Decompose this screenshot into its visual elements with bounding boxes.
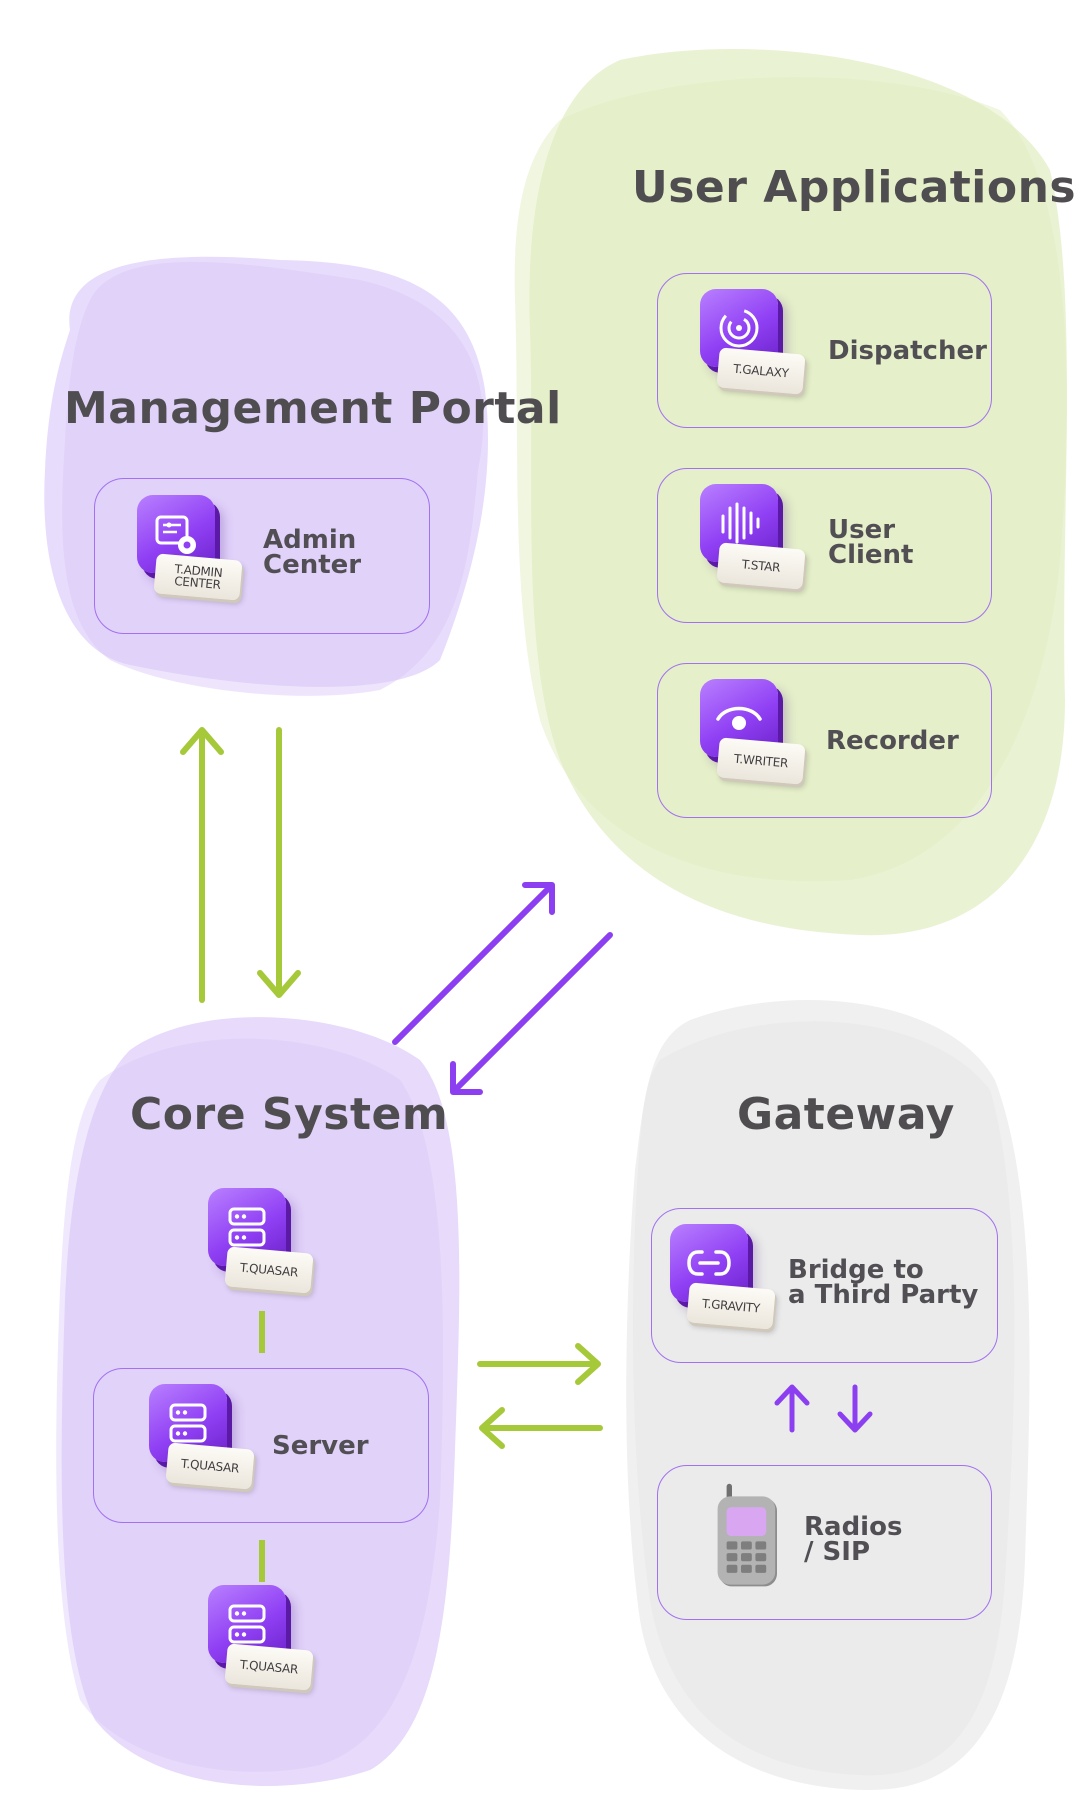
product-tag-text: T.QUASAR bbox=[239, 1657, 299, 1677]
arrow-user-apps-to-core bbox=[450, 932, 613, 1095]
handheld-radio-icon bbox=[717, 1483, 777, 1587]
card-label: Recorder bbox=[826, 726, 959, 756]
card-label: Server bbox=[272, 1431, 369, 1461]
region-core-system bbox=[56, 1017, 460, 1786]
product-tag-text: T.GALAXY bbox=[732, 361, 790, 381]
region-user-applications bbox=[514, 49, 1067, 936]
product-tag: T.WRITER bbox=[716, 737, 806, 785]
dispatcher-product-icon: T.GALAXY bbox=[700, 289, 806, 395]
link-icon bbox=[687, 1250, 731, 1276]
product-tag-text: T.QUASAR bbox=[239, 1260, 299, 1280]
card-recorder: T.WRITER Recorder bbox=[657, 663, 992, 818]
bridge-product-icon: T.GRAVITY bbox=[670, 1224, 776, 1330]
product-tag: T.QUASAR bbox=[224, 1246, 314, 1294]
product-tag: T.GALAXY bbox=[716, 347, 806, 395]
admin-center-product-icon: T.ADMIN CENTER bbox=[137, 495, 243, 601]
section-title-user-applications: User Applications bbox=[632, 162, 1077, 213]
product-tag-text: T.STAR bbox=[741, 557, 781, 575]
card-user-client: T.STAR User Client bbox=[657, 468, 992, 623]
product-tag: T.QUASAR bbox=[224, 1643, 314, 1691]
core-connector-bottom bbox=[259, 1540, 265, 1582]
product-tag-text: T.QUASAR bbox=[180, 1456, 240, 1476]
admin-settings-icon bbox=[155, 515, 196, 554]
arrow-gateway-to-core bbox=[479, 1407, 603, 1449]
product-tag: T.QUASAR bbox=[165, 1442, 255, 1490]
card-dispatcher: T.GALAXY Dispatcher bbox=[657, 273, 992, 428]
product-tag: T.STAR bbox=[716, 542, 806, 590]
galaxy-swirl-icon bbox=[719, 308, 759, 348]
product-tag-text: T.WRITER bbox=[733, 751, 789, 771]
card-label: Dispatcher bbox=[828, 336, 987, 366]
card-server: T.QUASAR Server bbox=[93, 1368, 429, 1523]
region-gateway bbox=[626, 1000, 1030, 1790]
card-label: User Client bbox=[828, 515, 914, 570]
arrow-core-to-user-apps bbox=[392, 882, 555, 1045]
arrow-bridge-to-radios bbox=[837, 1384, 873, 1433]
card-bridge-third-party: T.GRAVITY Bridge to a Third Party bbox=[651, 1208, 998, 1363]
arrow-management-to-core bbox=[257, 727, 301, 998]
section-title-management-portal: Management Portal bbox=[64, 383, 562, 434]
recorder-product-icon: T.WRITER bbox=[700, 679, 806, 785]
card-label: Radios / SIP bbox=[804, 1512, 903, 1567]
product-tag-text: T.ADMIN CENTER bbox=[173, 561, 224, 592]
server-icon bbox=[228, 1207, 266, 1247]
core-connector-top bbox=[259, 1311, 265, 1353]
core-node-bottom: T.QUASAR bbox=[208, 1585, 314, 1691]
card-label: Bridge to a Third Party bbox=[788, 1255, 979, 1310]
card-radios-sip: Radios / SIP bbox=[657, 1465, 992, 1620]
card-admin-center: T.ADMIN CENTER Admin Center bbox=[94, 478, 430, 634]
eye-icon bbox=[716, 706, 762, 730]
server-icon bbox=[169, 1403, 207, 1443]
server-product-icon: T.QUASAR bbox=[149, 1384, 255, 1490]
server-icon bbox=[228, 1604, 266, 1644]
arrow-core-to-management bbox=[180, 727, 224, 1003]
product-tag: T.GRAVITY bbox=[686, 1282, 776, 1330]
arrow-radios-to-bridge bbox=[774, 1384, 810, 1433]
core-node-top: T.QUASAR bbox=[208, 1188, 314, 1294]
section-title-core-system: Core System bbox=[130, 1089, 449, 1140]
sound-wave-icon bbox=[721, 502, 760, 544]
section-title-gateway: Gateway bbox=[737, 1089, 955, 1140]
card-label: Admin Center bbox=[263, 525, 362, 580]
user-client-product-icon: T.STAR bbox=[700, 484, 806, 590]
product-tag-text: T.GRAVITY bbox=[701, 1296, 761, 1316]
arrow-core-to-gateway bbox=[477, 1343, 601, 1385]
product-tag: T.ADMIN CENTER bbox=[153, 553, 243, 601]
